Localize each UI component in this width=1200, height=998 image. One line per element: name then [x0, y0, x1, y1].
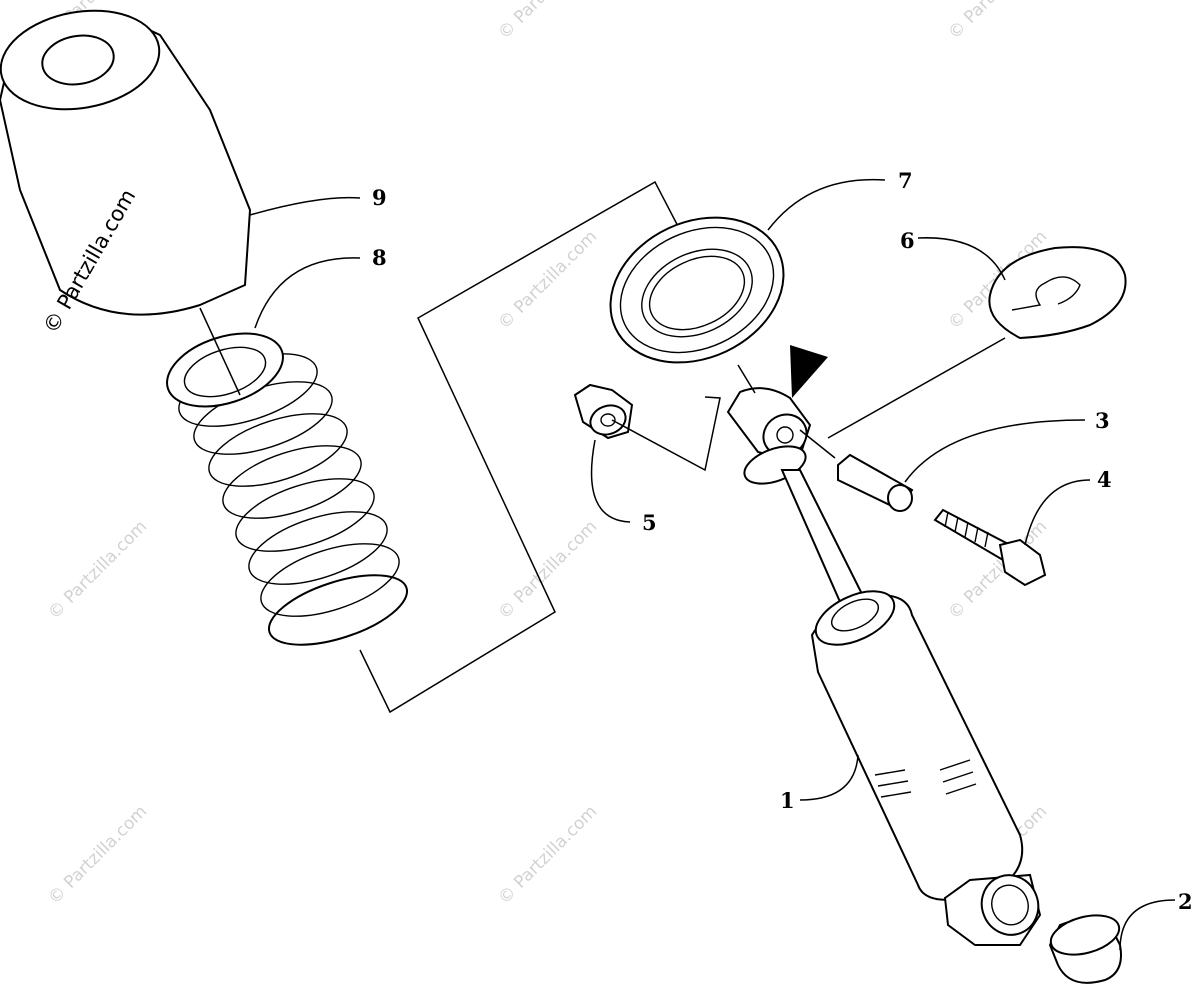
watermark: © Partzilla.com — [944, 0, 1051, 44]
callouts: 9 8 7 6 3 4 5 1 2 — [372, 168, 1193, 914]
callout-8: 8 — [372, 245, 387, 270]
callout-5: 5 — [642, 510, 657, 535]
callout-6: 6 — [900, 228, 915, 253]
watermark: © Partzilla.com — [494, 802, 601, 909]
assembly-bracket — [359, 180, 708, 714]
bolt — [933, 508, 1047, 587]
bushing — [1048, 914, 1122, 984]
explode-lines — [199, 307, 1006, 472]
direction-arrow — [790, 345, 828, 398]
watermark: © Partzilla.com — [494, 517, 601, 624]
coil-spring — [166, 332, 409, 646]
dust-boot — [0, 9, 252, 316]
spring-seat — [609, 216, 785, 364]
callout-7: 7 — [898, 168, 913, 193]
spring-retainer-clip — [988, 246, 1127, 340]
shock-absorber — [726, 387, 1042, 946]
sleeve — [837, 453, 914, 512]
lock-nut — [573, 383, 634, 440]
watermark: © Partzilla.com — [44, 802, 151, 909]
callout-2: 2 — [1178, 889, 1193, 914]
watermark: © Partzilla.com — [494, 0, 601, 44]
callout-1: 1 — [780, 788, 795, 813]
callout-4: 4 — [1097, 467, 1112, 492]
leader-lines — [249, 178, 1176, 951]
callout-9: 9 — [372, 185, 387, 210]
watermark: © Partzilla.com — [44, 517, 151, 624]
callout-3: 3 — [1095, 408, 1110, 433]
